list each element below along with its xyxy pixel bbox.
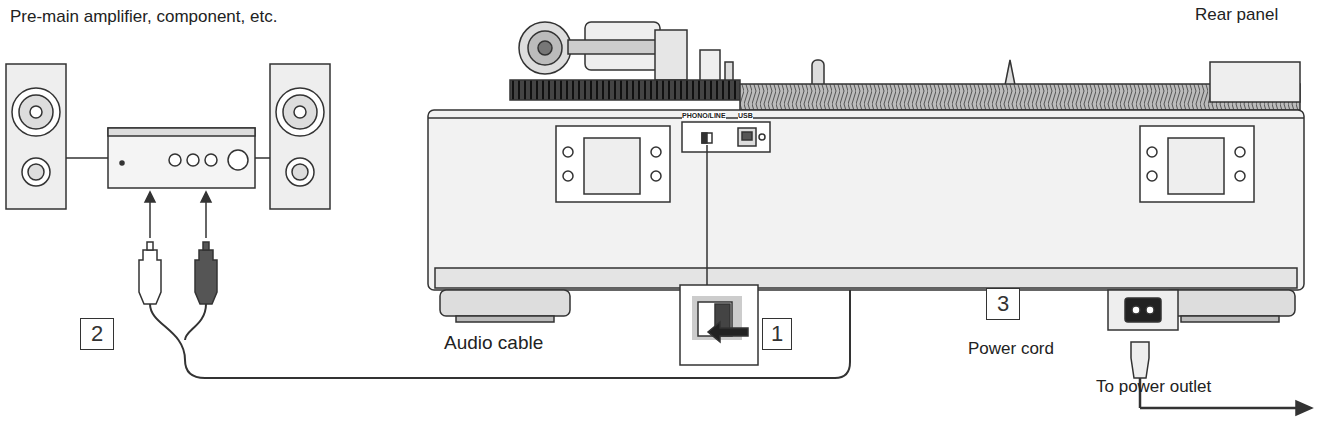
cable-label: Audio cable bbox=[444, 333, 543, 354]
callout-box: 3 bbox=[986, 288, 1020, 320]
port-label: USB bbox=[738, 112, 753, 120]
callout-box: 2 bbox=[80, 318, 114, 350]
view-label: Rear panel bbox=[1195, 6, 1278, 25]
callout-number: 1 bbox=[771, 321, 783, 347]
callout-number: 2 bbox=[91, 321, 103, 347]
callout-number: 3 bbox=[997, 291, 1009, 317]
device-caption: Pre-main amplifier, component, etc. bbox=[10, 8, 277, 27]
destination-label: To power outlet bbox=[1096, 378, 1211, 397]
switch-label: PHONO/LINE bbox=[682, 112, 726, 120]
cable-label: Power cord bbox=[968, 340, 1054, 359]
callout-box: 1 bbox=[762, 318, 792, 350]
